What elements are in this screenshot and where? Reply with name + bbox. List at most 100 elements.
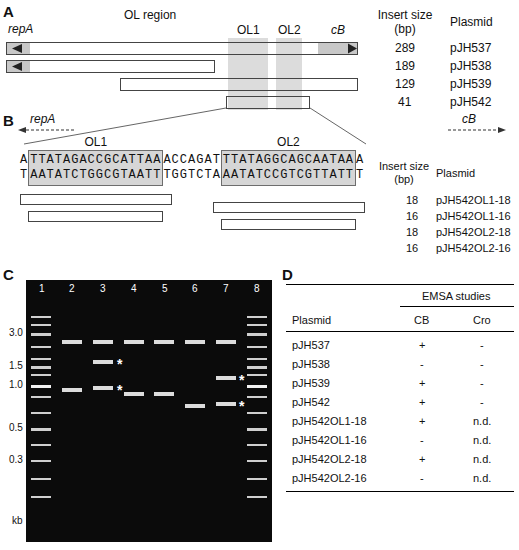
gel-image <box>247 374 267 376</box>
gel-image <box>31 444 51 446</box>
gel-image <box>247 496 267 498</box>
label-box: pJH538 <box>450 59 491 73</box>
label-text: OL region <box>124 8 176 22</box>
gel-image <box>31 324 51 326</box>
gel-image <box>216 376 236 380</box>
insert-bar <box>20 194 172 205</box>
flank-sequence: TGGTCTA <box>163 168 220 183</box>
label-box: 16 <box>406 210 418 223</box>
label-text: pJH539 <box>450 77 491 91</box>
label-box: pJH537 <box>450 41 491 55</box>
label-box: kb <box>12 515 23 527</box>
label-box: pJH542OL2-18 <box>292 452 367 466</box>
marker-size: 1.0 <box>9 379 23 390</box>
table-cell: - <box>480 396 484 408</box>
label-box: 189 <box>395 59 415 73</box>
strand-sequence: AATATCTGGCGTAATT <box>30 168 161 183</box>
label-box: 1.5 <box>9 360 23 372</box>
label-box: OL1 <box>237 23 260 37</box>
label-text: pJH542OL2-16 <box>436 242 511 254</box>
label-box: + <box>419 452 425 466</box>
gene-name: repA <box>30 112 55 126</box>
label-box: D <box>282 266 293 283</box>
direction-arrows <box>498 127 506 133</box>
label-box: pJH542OL1-16 <box>436 210 511 223</box>
label-box: 129 <box>395 77 415 91</box>
table-rules <box>286 285 514 492</box>
table-cell: + <box>419 453 425 465</box>
panel-letter: D <box>282 266 293 283</box>
table-cell: pJH538 <box>292 358 330 370</box>
label-box: + <box>419 395 425 409</box>
flank-column: AT <box>20 150 28 186</box>
marker-size: 3.0 <box>9 327 23 338</box>
table-cell: - <box>480 377 484 389</box>
gel-image <box>124 392 144 396</box>
direction-arrows <box>18 127 26 133</box>
label-box: * <box>117 383 122 397</box>
gel-image <box>31 412 51 414</box>
gel-image <box>124 340 144 344</box>
insert-bars <box>6 42 358 54</box>
flank-sequence: A <box>356 153 364 168</box>
gel-image <box>185 340 205 344</box>
strand-sequence: TTATAGGCAGCAATAA <box>223 153 354 168</box>
table-cell: pJH542OL1-16 <box>292 434 367 446</box>
table-cell: CB <box>414 314 429 326</box>
gel-image <box>26 280 272 542</box>
table-cell: - <box>420 434 424 446</box>
label-box: 16 <box>406 242 418 255</box>
label-box: 41 <box>398 95 411 109</box>
lane-number: 8 <box>254 283 260 294</box>
label-box: pJH542 <box>292 395 330 409</box>
gel-image <box>31 374 51 376</box>
flank-sequence: A <box>20 153 28 168</box>
gel-image <box>216 340 236 344</box>
gel-image <box>31 316 51 318</box>
band-marker: * <box>117 356 122 372</box>
operator-columns <box>276 38 302 110</box>
flank-sequence: T <box>20 168 28 183</box>
gel-image <box>247 428 267 431</box>
gene-name: cB <box>462 112 476 126</box>
gene-arrows <box>12 44 22 53</box>
gel-image <box>154 340 174 344</box>
gel-image <box>31 385 51 388</box>
gene-name: repA <box>8 22 33 36</box>
label-box: Plasmid <box>436 167 475 180</box>
operator-box: OL1TTATAGACCGCATTAAAATATCTGGCGTAATT <box>28 150 163 186</box>
gel-image <box>247 478 267 480</box>
zoom-lines <box>24 108 366 144</box>
operator-box: OL2TTATAGGCAGCAATAAAATATCCGTCGTTATT <box>221 150 356 186</box>
table-rules <box>400 306 514 307</box>
gene-name: cB <box>331 23 345 37</box>
label-box: C <box>3 266 14 283</box>
gel-image <box>247 460 267 462</box>
gel-image <box>247 444 267 446</box>
table-cell: Plasmid <box>292 314 331 326</box>
label-box: - <box>480 376 484 390</box>
gel-image <box>31 358 51 360</box>
insert-bars <box>318 42 358 54</box>
table-cell: - <box>420 358 424 370</box>
table-cell: pJH542OL2-16 <box>292 472 367 484</box>
lane-number: 5 <box>162 283 168 294</box>
gel-image <box>31 316 267 498</box>
label-box: Insert size (bp) <box>376 160 432 186</box>
label-text: pJH542OL1-16 <box>436 210 511 222</box>
insert-bar <box>213 202 365 213</box>
band-marker: * <box>239 372 244 388</box>
direction-arrows <box>26 129 74 130</box>
panel-letter: C <box>3 266 14 283</box>
label-box: * <box>239 399 244 413</box>
direction-arrows <box>448 129 498 130</box>
table-cell: n.d. <box>473 453 491 465</box>
marker-size: kb <box>12 515 23 526</box>
label-box: A <box>3 3 14 20</box>
gel-image <box>93 340 113 344</box>
bar-outlines <box>7 43 358 55</box>
label-text: 16 <box>406 242 418 254</box>
label-box: repA <box>8 22 33 36</box>
gel-image <box>247 346 267 348</box>
bar-outlines <box>7 61 215 73</box>
